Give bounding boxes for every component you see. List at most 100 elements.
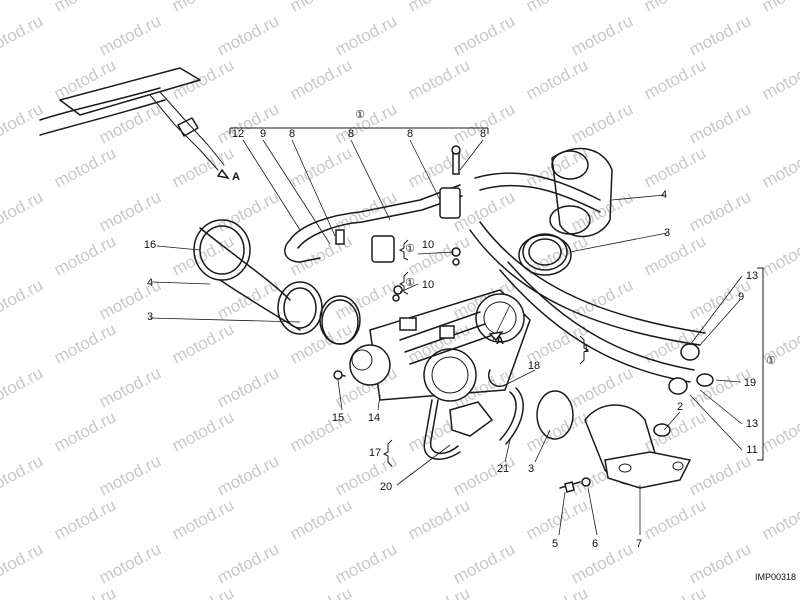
watermark-text: motod.ru bbox=[405, 495, 473, 543]
watermark-text: motod.ru bbox=[405, 583, 473, 600]
watermark-text: motod.ru bbox=[51, 407, 119, 455]
part-label: 16 bbox=[144, 239, 156, 251]
part-label: 3 bbox=[147, 311, 153, 323]
watermark-text: motod.ru bbox=[0, 275, 46, 323]
watermark-text: motod.ru bbox=[0, 495, 1, 543]
watermark-text: motod.ru bbox=[51, 231, 119, 279]
drawing-code: IMP00318 bbox=[754, 572, 796, 582]
watermark-text: motod.ru bbox=[96, 275, 164, 323]
watermark-text: motod.ru bbox=[332, 11, 400, 59]
part-label: 1 bbox=[583, 343, 589, 355]
watermark-text: motod.ru bbox=[450, 99, 518, 147]
part-label: 4 bbox=[661, 189, 667, 201]
watermark-text: motod.ru bbox=[51, 495, 119, 543]
watermark-text: motod.ru bbox=[523, 407, 591, 455]
watermark-text: motod.ru bbox=[214, 539, 282, 587]
watermark-text: motod.ru bbox=[405, 231, 473, 279]
watermark-text: motod.ru bbox=[523, 495, 591, 543]
section-marker-a: A bbox=[232, 171, 240, 183]
watermark-text: motod.ru bbox=[759, 583, 800, 600]
vacuum-hoses bbox=[284, 145, 601, 302]
right-intake-boot bbox=[522, 147, 613, 271]
watermark-text: motod.ru bbox=[287, 495, 355, 543]
part-label: 13 bbox=[746, 418, 758, 430]
part-label: 10 bbox=[422, 239, 434, 251]
watermark-text: motod.ru bbox=[51, 319, 119, 367]
watermark-text: motod.ru bbox=[686, 539, 754, 587]
watermark-text: motod.ru bbox=[0, 231, 1, 279]
watermark-text: motod.ru bbox=[96, 363, 164, 411]
watermark-text: motod.ru bbox=[287, 143, 355, 191]
part-label: 8 bbox=[348, 128, 354, 140]
watermark-text: motod.ru bbox=[51, 143, 119, 191]
part-label: 4 bbox=[147, 277, 153, 289]
watermark-text: motod.ru bbox=[96, 99, 164, 147]
group-symbol: ① bbox=[405, 243, 415, 255]
watermark-text: motod.ru bbox=[287, 0, 355, 16]
watermark-text: motod.ru bbox=[169, 407, 237, 455]
right-group-bracket bbox=[757, 267, 764, 461]
watermark-text: motod.ru bbox=[686, 99, 754, 147]
watermark-text: motod.ru bbox=[332, 539, 400, 587]
watermark-text: motod.ru bbox=[287, 583, 355, 600]
watermark-text: motod.ru bbox=[759, 407, 800, 455]
throttle-body bbox=[349, 289, 531, 402]
leader-lines bbox=[149, 139, 743, 536]
lower-hoses bbox=[423, 369, 524, 460]
watermark-text: motod.ru bbox=[641, 407, 709, 455]
part-label: 3 bbox=[664, 227, 670, 239]
watermark-text: motod.ru bbox=[0, 0, 1, 16]
part-label: 17 bbox=[369, 447, 381, 459]
screws bbox=[333, 370, 591, 493]
watermark-text: motod.ru bbox=[686, 11, 754, 59]
watermark-text: motod.ru bbox=[759, 0, 800, 16]
watermark-text: motod.ru bbox=[641, 0, 709, 16]
watermark-text: motod.ru bbox=[51, 55, 119, 103]
watermark-text: motod.ru bbox=[641, 55, 709, 103]
part-label: 20 bbox=[380, 481, 392, 493]
group-symbol: ① bbox=[355, 109, 365, 121]
part-label: 8 bbox=[480, 128, 486, 140]
watermark-text: motod.ru bbox=[0, 99, 46, 147]
watermark-text: motod.ru bbox=[0, 187, 46, 235]
watermark-text: motod.ru bbox=[214, 187, 282, 235]
watermark-text: motod.ru bbox=[0, 451, 46, 499]
part-label: 8 bbox=[289, 128, 295, 140]
part-label: 12 bbox=[232, 128, 244, 140]
part-label: 7 bbox=[636, 538, 642, 550]
watermark-text: motod.ru bbox=[96, 187, 164, 235]
part-label: 10 bbox=[422, 279, 434, 291]
watermark-text: motod.ru bbox=[332, 99, 400, 147]
section-marker-a: A bbox=[496, 335, 504, 347]
watermark-text: motod.ru bbox=[96, 451, 164, 499]
part-label: 9 bbox=[738, 291, 744, 303]
part-label: 14 bbox=[368, 412, 380, 424]
watermark-text: motod.ru bbox=[759, 143, 800, 191]
watermark-text: motod.ru bbox=[214, 451, 282, 499]
watermark-text: motod.ru bbox=[169, 495, 237, 543]
watermark-text: motod.ru bbox=[450, 451, 518, 499]
part-label: 5 bbox=[552, 538, 558, 550]
watermark-text: motod.ru bbox=[450, 539, 518, 587]
watermark-text: motod.ru bbox=[287, 231, 355, 279]
watermark-text: motod.ru bbox=[51, 583, 119, 600]
long-hose bbox=[469, 221, 714, 395]
watermark-text: motod.ru bbox=[523, 0, 591, 16]
part-label: 6 bbox=[592, 538, 598, 550]
group-symbol: ① bbox=[766, 355, 776, 367]
watermark-text: motod.ru bbox=[686, 451, 754, 499]
watermark-text: motod.ru bbox=[641, 583, 709, 600]
watermark-text: motod.ru bbox=[169, 319, 237, 367]
watermark-text: motod.ru bbox=[641, 231, 709, 279]
watermark-text: motod.ru bbox=[523, 583, 591, 600]
watermark-text: motod.ru bbox=[169, 0, 237, 16]
watermark-text: motod.ru bbox=[214, 11, 282, 59]
watermark-text: motod.ru bbox=[450, 11, 518, 59]
section-arrows bbox=[216, 168, 504, 342]
watermark-text: motod.ru bbox=[169, 55, 237, 103]
watermark-text: motod.ru bbox=[405, 55, 473, 103]
watermark-text: motod.ru bbox=[0, 583, 1, 600]
part-label: 13 bbox=[746, 270, 758, 282]
